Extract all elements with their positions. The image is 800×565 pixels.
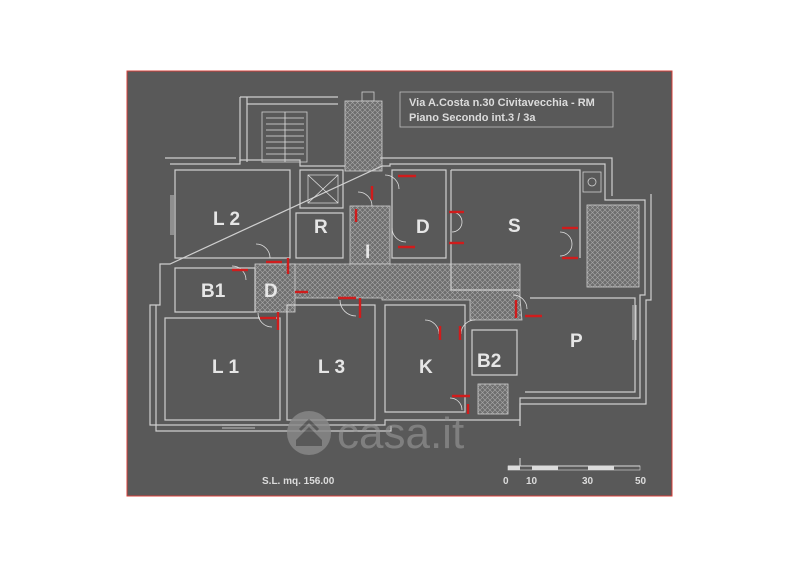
scale-tick-30: 30 (582, 476, 594, 487)
b2-corridor-hatch (477, 383, 509, 415)
watermark: casa.it (287, 409, 464, 458)
room-b2-label: B2 (477, 351, 501, 372)
windows (170, 195, 637, 429)
header-floor: Piano Secondo int.3 / 3a (409, 112, 536, 124)
room-p-label: P (570, 331, 583, 352)
lift (307, 174, 339, 204)
room-l1-label: L 1 (212, 357, 240, 378)
watermark-text: casa.it (337, 409, 464, 458)
outer-walls (149, 157, 646, 426)
main-corridor (284, 263, 523, 321)
scale-bar: 0 10 30 50 (503, 458, 647, 487)
sink (582, 171, 602, 193)
header-box (399, 91, 614, 128)
room-l3-label: L 3 (318, 357, 345, 378)
scale-tick-10: 10 (526, 476, 538, 487)
room-r-label: R (314, 217, 328, 238)
door-jambs (232, 174, 578, 414)
room-b1-label: B1 (201, 281, 226, 302)
room-d-lower-label: D (264, 281, 278, 302)
stair-block (239, 91, 375, 163)
room-i-label: I (365, 242, 370, 263)
room-d-upper-label: D (416, 217, 430, 238)
balcony-hatch (586, 204, 640, 288)
landing-corridor (344, 100, 383, 172)
header-address: Via A.Costa n.30 Civitavecchia - RM (409, 97, 595, 109)
area-label: S.L. mq. 156.00 (262, 476, 335, 487)
scale-tick-0: 0 (503, 476, 509, 487)
room-l2-label: L 2 (213, 209, 240, 230)
interior-walls (164, 169, 636, 421)
scale-tick-50: 50 (635, 476, 647, 487)
room-k-label: K (419, 357, 433, 378)
room-s-label: S (508, 216, 521, 237)
